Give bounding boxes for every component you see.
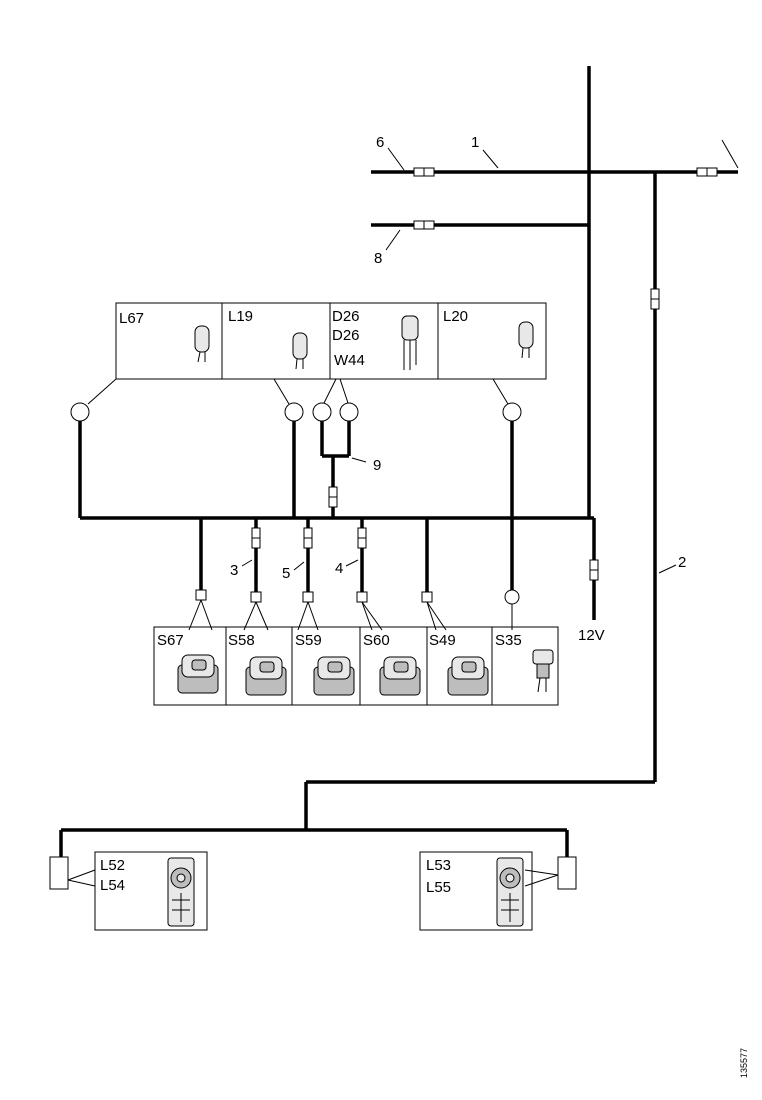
lamp-connector-d26-2	[339, 402, 359, 422]
switch-label-s59: S59	[295, 632, 322, 649]
lamp-connector-l20	[502, 402, 522, 422]
switch-label-s67: S67	[157, 632, 184, 649]
control-unit-right-icon	[496, 857, 524, 927]
rocker-switch-s60-icon	[379, 656, 421, 696]
rocker-switch-s49-icon	[447, 656, 489, 696]
switch-label-s35: S35	[495, 632, 522, 649]
supply-label: 12V	[578, 627, 605, 644]
rocker-switch-s59-icon	[313, 656, 355, 696]
lamp-connector-l19	[284, 402, 304, 422]
lamp-connector-l67	[70, 402, 90, 422]
rocker-switch-s67-icon	[177, 654, 219, 694]
wire-number-8: 8	[374, 250, 382, 267]
figure-reference: 135577	[739, 1048, 749, 1078]
unit-label-l55: L55	[426, 879, 451, 896]
bulb-l67-icon	[194, 325, 210, 363]
unit-connector-left	[49, 856, 69, 890]
switch-label-s60: S60	[363, 632, 390, 649]
diode-label-d26-2: D26	[332, 327, 360, 344]
lamp-connector-d26-1	[312, 402, 332, 422]
bulb-l20-icon	[518, 321, 534, 359]
switch-label-s49: S49	[429, 632, 456, 649]
pressure-switch-s35-icon	[532, 649, 554, 693]
switch-connector-s35	[504, 589, 520, 605]
switch-connector-s58	[250, 591, 262, 603]
diode-box	[329, 302, 439, 380]
wire-number-5: 5	[282, 565, 290, 582]
unit-label-l52: L52	[100, 857, 125, 874]
control-unit-left-icon	[167, 857, 195, 927]
wire-number-6: 6	[376, 134, 384, 151]
wire-number-4: 4	[335, 560, 343, 577]
wire-number-1: 1	[471, 134, 479, 151]
diode-icon	[401, 315, 419, 370]
wire-number-9: 9	[373, 457, 381, 474]
switch-connector-s67	[195, 589, 207, 601]
unit-label-l53: L53	[426, 857, 451, 874]
switch-connector-s60	[356, 591, 368, 603]
rocker-switch-s58-icon	[245, 656, 287, 696]
switch-connector-s59	[302, 591, 314, 603]
diode-label-w44: W44	[334, 352, 365, 369]
bulb-l19-icon	[292, 332, 308, 370]
unit-connector-right	[557, 856, 577, 890]
lamp-label-l67: L67	[119, 310, 144, 327]
diode-label-d26-1: D26	[332, 308, 360, 325]
wire-number-2: 2	[678, 554, 686, 571]
switch-label-s58: S58	[228, 632, 255, 649]
lamp-label-l19: L19	[228, 308, 253, 325]
lamp-label-l20: L20	[443, 308, 468, 325]
wire-number-3: 3	[230, 562, 238, 579]
lamp-box-l19	[221, 302, 331, 380]
switch-connector-s49	[421, 591, 433, 603]
unit-label-l54: L54	[100, 877, 125, 894]
